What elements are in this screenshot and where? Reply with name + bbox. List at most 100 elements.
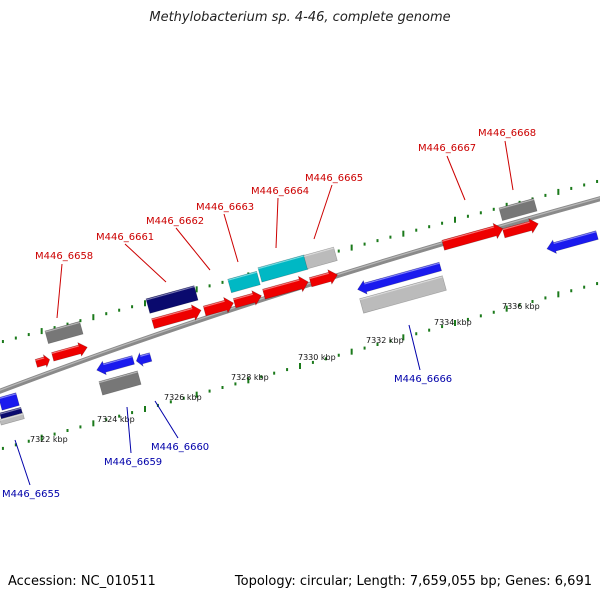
tick-mark [596, 179, 599, 183]
tick-mark [596, 282, 599, 286]
gene-highlight [233, 293, 253, 301]
gene-feature[interactable] [202, 296, 234, 317]
tick-mark [518, 303, 521, 307]
gene-feature[interactable] [151, 304, 202, 329]
gene-feature[interactable] [145, 285, 199, 314]
gene-feature[interactable] [546, 230, 599, 255]
gene-highlight [0, 407, 22, 415]
gene-feature[interactable] [51, 342, 88, 362]
gene-feature[interactable] [0, 412, 25, 426]
gene-highlight [140, 353, 150, 357]
gene-highlight [103, 355, 133, 366]
gene-feature[interactable] [498, 198, 538, 221]
label-leader-line [56, 263, 63, 319]
gene-label[interactable]: M446_6666 [394, 374, 452, 385]
tick-mark [531, 300, 534, 303]
gene-highlight [262, 279, 300, 291]
gene-feature[interactable] [96, 355, 135, 376]
tick-mark [221, 280, 224, 284]
tick-mark [350, 348, 353, 355]
gene-highlight [364, 262, 440, 285]
gene-feature[interactable] [227, 270, 261, 294]
gene-label[interactable]: M446_6664 [251, 186, 309, 197]
tick-mark [92, 420, 95, 427]
tick-mark [583, 285, 586, 289]
tick-mark [544, 296, 547, 300]
tick-mark [415, 228, 418, 232]
tick-mark [557, 291, 560, 298]
tick-mark [402, 334, 405, 341]
gene-highlight [35, 357, 45, 361]
tick-mark [40, 328, 43, 335]
genome-summary: Topology: circular; Length: 7,659,055 bp… [234, 574, 592, 589]
gene-label[interactable]: M446_6655 [2, 489, 60, 500]
tick-mark [105, 312, 108, 316]
gene-labels: M446_6658M446_6661M446_6662M446_6663M446… [2, 128, 536, 500]
label-leader-line [124, 243, 167, 283]
tick-mark [479, 314, 482, 318]
gene-feature[interactable] [262, 275, 309, 300]
label-leader-line [175, 227, 211, 271]
gene-features [0, 198, 599, 426]
gene-feature[interactable] [98, 370, 142, 396]
gene-label[interactable]: M446_6668 [478, 128, 536, 139]
gene-feature[interactable] [44, 321, 84, 344]
gene-feature[interactable] [257, 254, 309, 283]
tick-mark [466, 214, 469, 218]
tick-mark [492, 310, 495, 314]
tick-mark [466, 317, 469, 321]
tick-mark [363, 346, 366, 350]
gene-label[interactable]: M446_6667 [418, 143, 476, 154]
tick-mark [221, 386, 224, 389]
tick-mark [195, 286, 198, 293]
gene-label[interactable]: M446_6658 [35, 251, 93, 262]
label-leader-line [446, 155, 466, 201]
tick-mark [337, 249, 340, 253]
tick-mark [299, 363, 301, 369]
tick-mark [324, 357, 327, 361]
gene-label[interactable]: M446_6660 [151, 442, 209, 453]
gene-feature[interactable] [135, 351, 153, 368]
gene-highlight [499, 198, 535, 210]
tick-mark [79, 425, 82, 429]
gene-feature[interactable] [34, 353, 51, 369]
label-leader-line [126, 406, 132, 454]
gene-highlight [227, 271, 258, 281]
gene-feature[interactable] [303, 246, 338, 270]
tick-mark [570, 289, 573, 293]
tick-mark [40, 434, 43, 441]
gene-label[interactable]: M446_6665 [305, 173, 363, 184]
tick-mark [118, 308, 121, 312]
tick-mark [273, 371, 276, 375]
gene-feature[interactable] [357, 261, 442, 295]
label-leader-line [154, 400, 179, 439]
gene-feature[interactable] [441, 222, 504, 251]
gene-feature[interactable] [359, 275, 447, 314]
gene-label[interactable]: M446_6662 [146, 216, 204, 227]
gene-feature[interactable] [232, 290, 262, 309]
gene-feature[interactable] [502, 217, 539, 239]
tick-mark [14, 443, 17, 447]
gene-label[interactable]: M446_6661 [96, 232, 154, 243]
tick-mark [505, 305, 508, 312]
tick-mark [389, 339, 392, 343]
tick-mark [544, 193, 547, 197]
tick-mark [454, 320, 456, 326]
gene-feature[interactable] [308, 269, 338, 288]
gene-label[interactable]: M446_6659 [104, 457, 162, 468]
gene-feature[interactable] [0, 392, 20, 411]
tick-mark [389, 235, 392, 239]
ruler-tick-label: 7334 kbp [434, 318, 472, 327]
label-leader-line [223, 213, 239, 263]
gene-label[interactable]: M446_6663 [196, 202, 254, 213]
gene-highlight [359, 276, 443, 301]
tick-mark [428, 225, 431, 229]
tick-mark [131, 411, 134, 415]
tick-mark [363, 242, 366, 246]
label-leader-line [275, 197, 279, 249]
label-leader-line [313, 184, 333, 240]
tick-mark [1, 340, 4, 344]
gene-feature[interactable] [0, 406, 23, 420]
tick-mark [1, 446, 4, 450]
